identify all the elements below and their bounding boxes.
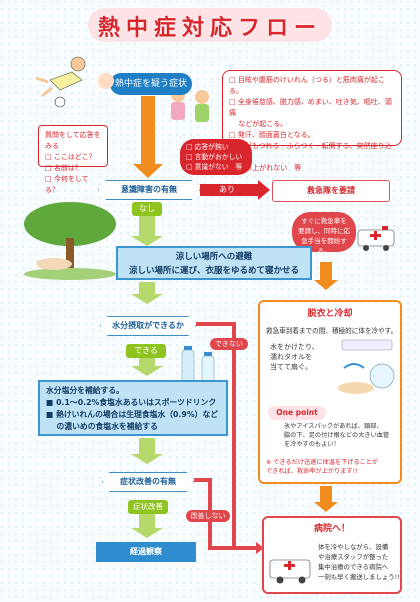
not-improve-line-h [194,478,212,482]
ambulance-bubble: すぐに救急車を 要請し、同時に応 急手当を開始する。 [292,212,356,255]
can-label: できる [126,344,166,358]
hydrate-down-arrow-head [131,454,163,464]
ambulance-down-arrow-shaft [320,262,332,282]
cooling-title: 脱衣と冷却 [307,309,353,319]
collapsed-person-illustration [35,56,86,108]
down-arrow-shaft [141,96,155,166]
cannot-label: できない [210,338,248,350]
face-icon [98,73,114,89]
question-item: □ 名前は？ [45,164,82,172]
response-bubble: □ 応答が鈍い □ 言動がおかしい □ 意識がない 等 [180,139,252,175]
symptoms-bubble: □ 目眩や腹筋のけいれん（つる）と筋肉痛が起こる。 □ 全身倦怠感、脱力感、めま… [222,70,402,172]
yes-label: あり [219,185,235,194]
response-item: □ 応答が鈍い [186,143,229,151]
symptom-line: □ 全身倦怠感、脱力感、めまい、吐き気、嘔吐、頭痛 [229,98,392,117]
drink-bottles-illustration [181,346,215,383]
cooling-method-line: 水をかけたり、 [270,343,319,351]
ambulance-bubble-line: 急手当を開始する。 [301,237,347,255]
ambulance-request-box: 救急隊を要請 [272,180,390,202]
ambulance-down-arrow-head [314,280,338,290]
cooling-method: 水をかけたり、 濡れタオルを 当てて扇ぐ。 [270,342,330,372]
cool-place-line1: 涼しい場所への避難 [175,252,253,262]
hydrate-box: 水分塩分を補給する。 ■ 0.1〜0.2%食塩水あるいはスポーツドリンク ■ 熱… [38,380,228,436]
cool-down-arrow-shaft [139,282,155,296]
cooling-box: 脱衣と冷却 救急車到着までの間、積極的に体を冷やす。 水をかけたり、 濡れタオル… [258,300,402,484]
tree-rest-illustration [24,202,116,280]
one-point-label: One point [268,406,326,420]
response-item: □ 言動がおかしい [186,153,243,161]
no-label: なし [132,202,162,216]
title-background [88,8,332,42]
symptom-line: □ 目眩や腹筋のけいれん（つる）と筋肉痛が起こる。 [229,76,385,95]
cooling-note-line: ※ できるだけ迅速に体温を下げることが [266,459,379,466]
consciousness-decision: 意識障害の有無 [98,180,200,200]
cooling-note-line: できれば、救命率が上がります!! [266,468,358,475]
hydrate-title: 水分塩分を補給する。 [46,386,124,395]
no-arrow-shaft [139,216,155,238]
hospital-line: や治療スタッフが整った [318,553,389,561]
question-item: □ ここはどこ？ [45,153,96,161]
cooling-down-arrow-shaft [320,486,332,504]
suspect-symptoms-label: 熱中症を疑う症状 [110,73,192,95]
question-item: □ 今何をしてる？ [45,175,89,194]
symptom-line: □ 発汗、顔面蒼白となる。 [229,131,315,139]
ambulance-bubble-line: 要請し、同時に応 [298,227,350,235]
improved-arrow-shaft [139,514,155,530]
yes-arrow-head [258,180,270,200]
hydrate-down-arrow-shaft [139,438,155,456]
can-arrow-shaft [139,358,155,368]
symptom-line: 立ち上がれない 等 [229,164,302,172]
cooling-down-arrow-head [314,502,338,512]
one-point-line: を冷やすのもよい！ [284,441,340,448]
one-point-text: 氷やアイスパックがあれば、頸部、 脇の下、足の付け根などの大きい血管 を冷やすの… [284,422,396,449]
response-item: □ 意識がない 等 [186,163,243,171]
page-title: 熱中症対応フロー [97,16,322,41]
improvement-decision: 症状改善の有無 [102,472,194,492]
ambulance-bubble-line: すぐに救急車を [301,217,347,225]
cool-place-box: 涼しい場所への避難 涼しい場所に運び、衣服をゆるめて寝かせる [116,246,312,280]
questions-title: 質問をして応答をみる [45,131,101,150]
to-hospital-arrow-head [256,542,264,554]
improved-label: 症状改善 [128,500,168,514]
water-intake-decision: 水分摂取ができるか [100,316,196,336]
cooling-note: ※ できるだけ迅速に体温を下げることが できれば、救命率が上がります!! [266,458,398,476]
cool-place-line2: 涼しい場所に運び、衣服をゆるめて寝かせる [128,266,299,276]
cooling-line1: 救急車到着までの間、積極的に体を冷やす。 [266,327,398,335]
children-illustration [171,88,209,122]
hospital-line: 一刻も早く搬送しましょう!! [318,573,400,581]
cannot-line-h [196,322,236,326]
can-arrow-head [131,366,163,376]
not-improve-label: 改善しない [186,510,230,522]
hydrate-line: ■ 0.1〜0.2%食塩水あるいはスポーツドリンク [46,398,217,407]
symptom-line: □ 足がもつれる・ふらつく・転倒する、突然座り込む・ [229,142,392,161]
hydrate-line: ■ 熱けいれんの場合は生理食塩水（0.9%）など [46,410,219,419]
down-arrow-head [133,164,163,178]
cooling-method-line: 当てて扇ぐ。 [270,363,312,371]
hospital-ambulance-icon [269,559,311,584]
one-point-line: 氷やアイスパックがあれば、頸部、 [284,423,383,430]
hospital-line: 集中治療のできる病院へ [318,563,389,571]
cannot-line-v [232,322,236,550]
cooling-method-line: 濡れタオルを [270,353,312,361]
observation-box: 経過観察 [96,542,196,562]
hospital-text: 体を冷やしながら、設備 や治療スタッフが整った 集中治療のできる病院へ 一刻も早… [318,542,402,582]
improved-arrow-head [131,528,163,538]
cool-down-arrow-head [131,294,163,304]
hospital-title: 病院へ！ [313,524,350,534]
no-arrow-head [131,236,163,246]
cooling-illustration [338,339,395,394]
questions-box: 質問をして応答をみる □ ここはどこ？ □ 名前は？ □ 今何をしてる？ [38,125,108,194]
hydrate-line: の濃いめの食塩水を補給する [46,422,158,431]
hospital-line: 体を冷やしながら、設備 [318,543,389,551]
one-point-line: 脇の下、足の付け根などの大きい血管 [284,432,390,439]
ambulance-icon [357,226,395,251]
yes-arrow-shaft [200,184,260,196]
hospital-box: 病院へ！ 体を冷やしながら、設備 や治療スタッフが整った 集中治療のできる病院へ… [262,516,402,594]
to-hospital-line [208,546,258,550]
symptom-line: などが起こる。 [229,120,288,128]
